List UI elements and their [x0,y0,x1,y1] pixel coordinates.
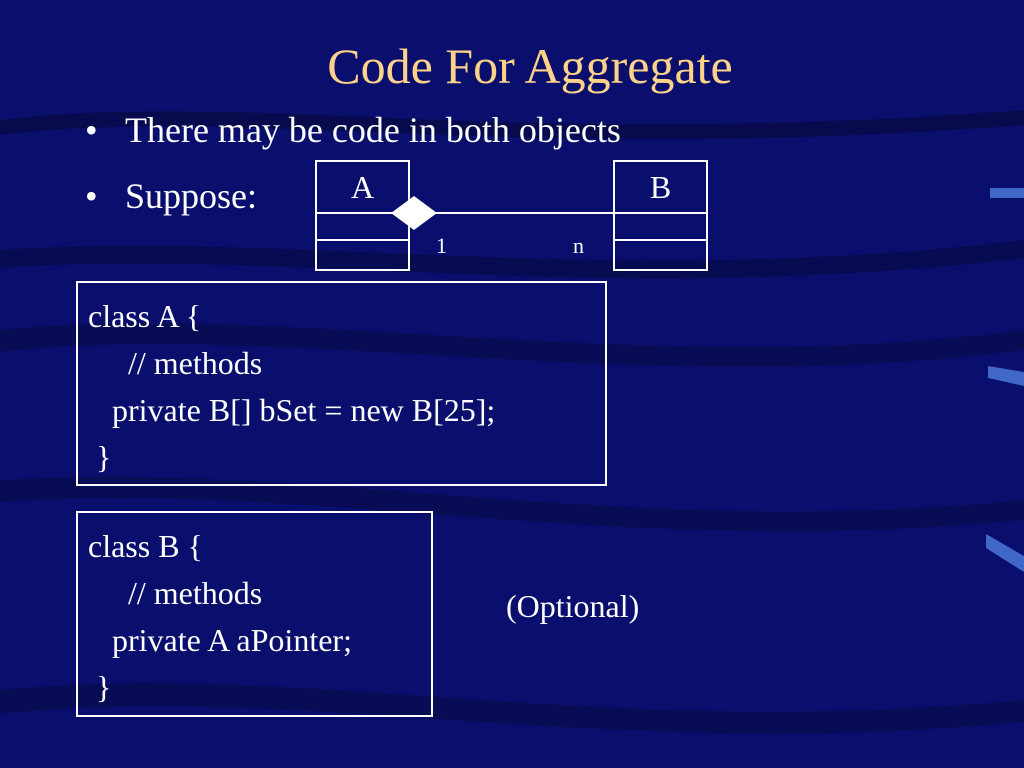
multiplicity-a: 1 [436,233,447,258]
code-line: // methods [88,345,263,381]
uml-class-b: B [613,160,708,271]
aggregation-connector [391,196,614,230]
code-line: class B { [88,528,203,564]
code-line: // methods [88,575,263,611]
slide-title: Code For Aggregate [327,38,733,94]
uml-class-a-name: A [317,162,408,214]
multiplicity-b: n [573,233,584,258]
code-line: } [88,439,112,475]
code-line: } [88,669,112,705]
code-block-class-b: class B { // methods private A aPointer;… [76,511,433,717]
code-line: class A { [88,298,202,334]
bullet-dot: • [85,110,98,150]
uml-class-b-name: B [615,162,706,214]
uml-class-b-attributes [615,214,706,241]
bullet-item: • Suppose: [85,176,257,216]
code-line: private A aPointer; [88,622,352,658]
uml-class-a-attributes [317,214,408,241]
bullet-dot: • [85,176,98,216]
bullet-text: There may be code in both objects [125,110,621,150]
code-line: private B[] bSet = new B[25]; [88,392,496,428]
code-block-class-a: class A { // methods private B[] bSet = … [76,281,607,486]
aggregation-diamond-icon [391,196,437,230]
optional-note: (Optional) [506,588,640,624]
bullet-item: • There may be code in both objects [85,110,621,150]
bullet-text: Suppose: [125,176,258,216]
